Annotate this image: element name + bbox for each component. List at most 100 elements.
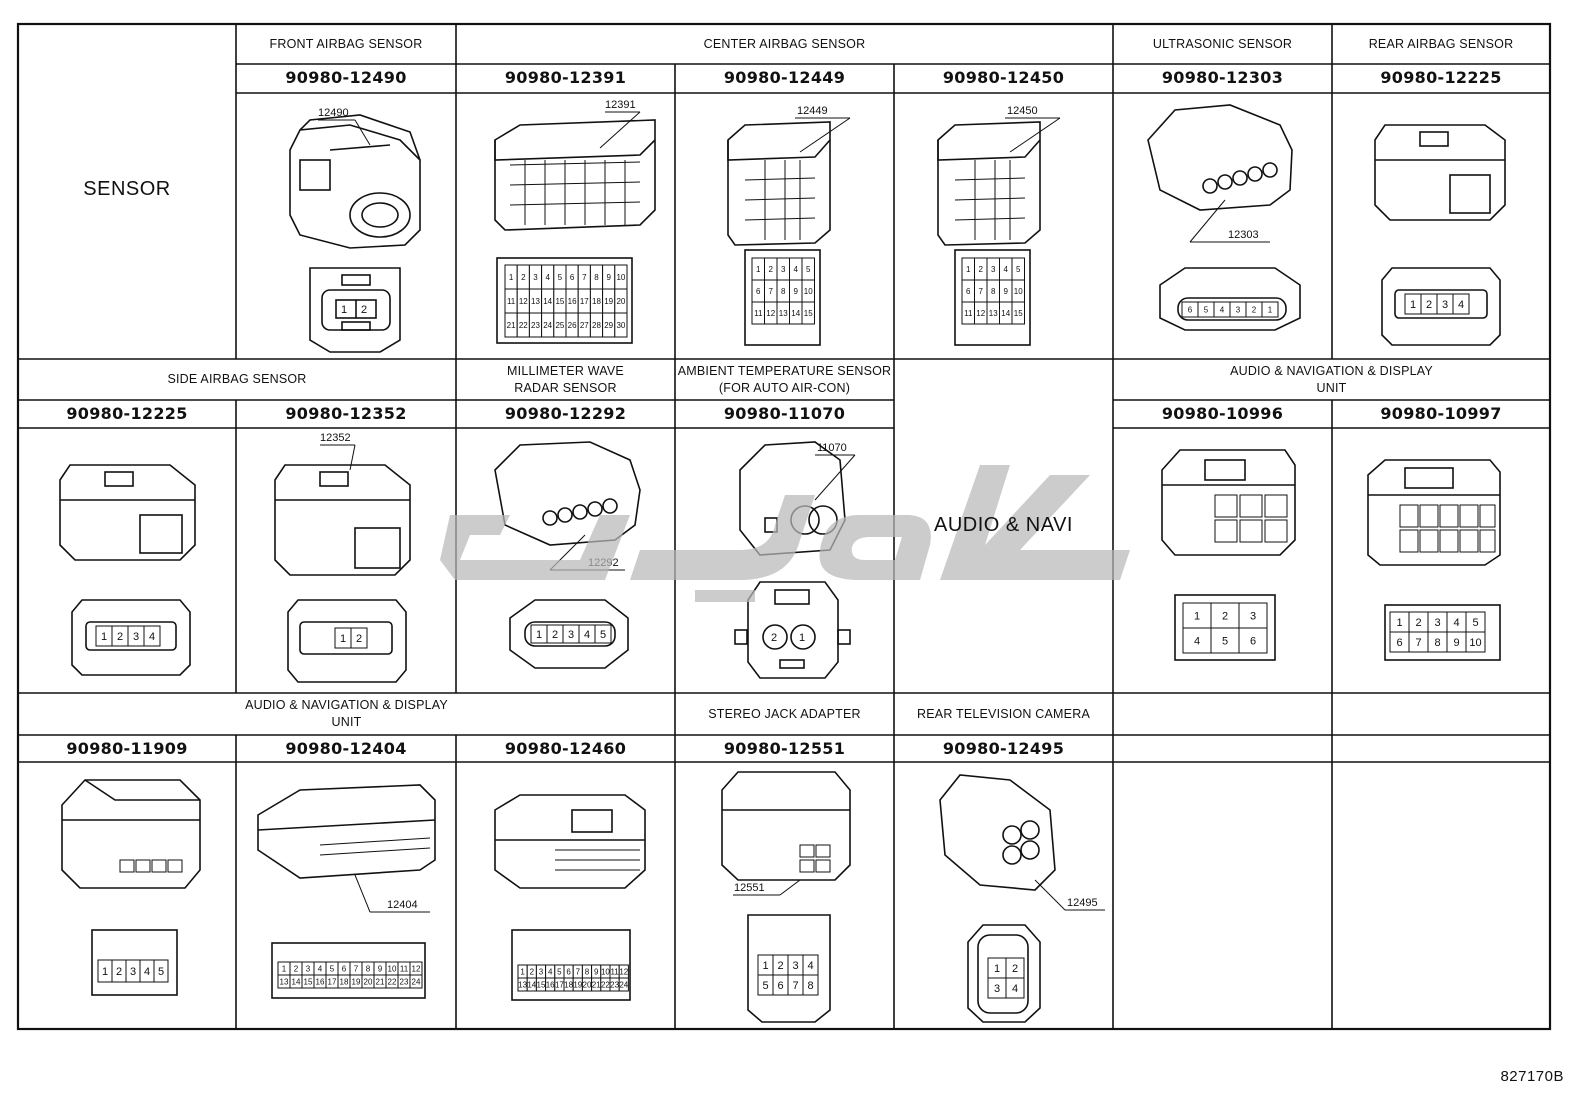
callout-12490: 12490 xyxy=(318,107,349,119)
part-number: 90980-11070 xyxy=(723,404,846,423)
pin-label: 1 xyxy=(1268,306,1273,315)
pin-label: 7 xyxy=(576,968,581,977)
pin-label: 2 xyxy=(356,633,362,645)
pin-cell xyxy=(1210,627,1240,654)
pin-cell xyxy=(801,301,815,325)
pin-label: 9 xyxy=(378,965,383,974)
pin-label: 3 xyxy=(1236,306,1241,315)
pin-label: 4 xyxy=(1453,617,1459,629)
group-title: MILLIMETER WAVE RADAR SENSOR xyxy=(507,363,624,395)
audio-navi-label: AUDIO & NAVI xyxy=(934,514,1073,536)
pin-label: 10 xyxy=(1469,637,1481,649)
pin-cell xyxy=(1005,977,1025,999)
pin-label: 1 xyxy=(282,965,287,974)
part-number: 90980-12303 xyxy=(1161,68,1284,87)
pin-label: 6 xyxy=(1396,637,1402,649)
part-number: 90980-12490 xyxy=(285,68,407,87)
connector-12352-drawing: 12352 xyxy=(274,432,411,683)
pin-label: 13 xyxy=(531,297,540,306)
pin-label: 3 xyxy=(792,960,798,972)
pin-label: 12 xyxy=(412,965,421,974)
pin-label: 11 xyxy=(610,968,619,977)
pin-label: 11 xyxy=(507,297,516,306)
callout-12404: 12404 xyxy=(387,899,418,911)
pin-label: 5 xyxy=(557,968,562,977)
callout-12450: 12450 xyxy=(1007,105,1038,117)
pin-label: 16 xyxy=(546,981,555,990)
pin-label: 18 xyxy=(592,297,601,306)
callout-12391: 12391 xyxy=(605,99,636,111)
callout-11070: 11070 xyxy=(817,442,847,454)
pin-label: 12 xyxy=(519,297,528,306)
pin-label: 7 xyxy=(979,287,984,296)
pin-label: 12 xyxy=(976,309,985,318)
pin-label: 22 xyxy=(519,321,528,330)
pin-label: 21 xyxy=(507,321,516,330)
pin-label: 20 xyxy=(616,297,625,306)
callout-12551: 12551 xyxy=(734,882,765,894)
pin-label: 4 xyxy=(1194,636,1200,648)
pin-cell xyxy=(614,312,628,338)
pin-label: 15 xyxy=(304,978,313,987)
pin-label: 1 xyxy=(799,632,805,644)
pin-label: 7 xyxy=(354,965,359,974)
pin-label: 23 xyxy=(531,321,540,330)
pin-label: 2 xyxy=(1426,299,1432,311)
pin-label: 21 xyxy=(592,981,601,990)
pin-label: 5 xyxy=(806,265,811,274)
pin-cell xyxy=(802,974,819,996)
pin-label: 1 xyxy=(520,968,525,977)
part-number: 90980-12450 xyxy=(942,68,1065,87)
pin-label: 3 xyxy=(1434,617,1440,629)
pin-label: 2 xyxy=(530,968,535,977)
pin-label: 15 xyxy=(555,297,564,306)
pin-label: 5 xyxy=(1016,265,1021,274)
pin-label: 2 xyxy=(116,966,122,978)
pin-label: 6 xyxy=(1188,306,1193,315)
pin-label: 1 xyxy=(994,963,1000,975)
pin-label: 19 xyxy=(352,978,361,987)
pin-label: 11 xyxy=(400,965,409,974)
pin-label: 3 xyxy=(539,968,544,977)
part-number: 90980-12292 xyxy=(504,404,627,423)
pin-label: 10 xyxy=(601,968,610,977)
pin-label: 2 xyxy=(1415,617,1421,629)
pin-label: 10 xyxy=(616,273,625,282)
pin-label: 8 xyxy=(585,968,590,977)
pin-label: 3 xyxy=(994,983,1000,995)
pin-label: 7 xyxy=(792,980,798,992)
pin-label: 8 xyxy=(781,287,786,296)
sheet-reference: 827170B xyxy=(1500,1068,1564,1085)
pin-cell xyxy=(1261,301,1279,318)
pin-label: 4 xyxy=(794,265,799,274)
pin-label: 1 xyxy=(340,633,346,645)
pin-label: 6 xyxy=(777,980,783,992)
pin-label: 9 xyxy=(594,968,599,977)
pin-label: 4 xyxy=(1012,983,1018,995)
pin-label: 1 xyxy=(762,960,768,972)
pin-label: 3 xyxy=(1250,611,1256,623)
pin-label: 4 xyxy=(1458,299,1464,311)
pin-label: 24 xyxy=(543,321,552,330)
group-title: AUDIO & NAVIGATION & DISPLAY UNIT xyxy=(1230,363,1433,395)
group-title: REAR AIRBAG SENSOR xyxy=(1368,36,1514,51)
pin-label: 6 xyxy=(342,965,347,974)
pin-label: 17 xyxy=(328,978,337,987)
pin-label: 5 xyxy=(1204,306,1209,315)
pin-label: 18 xyxy=(340,978,349,987)
part-number: 90980-10997 xyxy=(1380,404,1502,423)
pin-cell xyxy=(1182,602,1212,629)
pin-label: 1 xyxy=(102,966,108,978)
pin-label: 2 xyxy=(1012,963,1018,975)
pin-label: 13 xyxy=(779,309,788,318)
pin-label: 2 xyxy=(1252,306,1257,315)
pin-label: 5 xyxy=(558,273,563,282)
pin-label: 4 xyxy=(545,273,550,282)
pin-label: 8 xyxy=(594,273,599,282)
pin-label: 4 xyxy=(1004,265,1009,274)
group-title: REAR TELEVISION CAMERA xyxy=(917,706,1090,721)
pin-label: 4 xyxy=(1220,306,1225,315)
pin-label: 6 xyxy=(966,287,971,296)
pin-label: 9 xyxy=(1453,637,1459,649)
